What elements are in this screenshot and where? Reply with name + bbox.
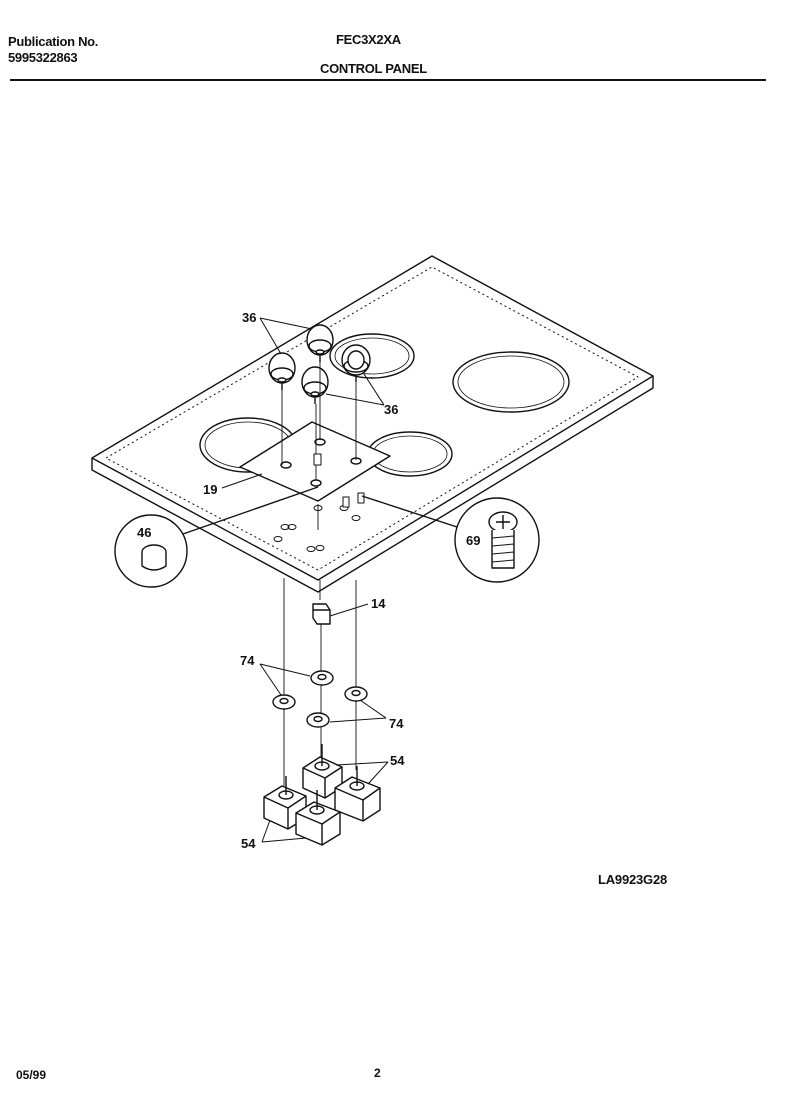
panel-pins	[313, 453, 365, 508]
knob-3	[341, 344, 371, 382]
header-rule	[10, 79, 766, 81]
control-knobs	[268, 324, 371, 404]
panel-holes	[273, 505, 361, 552]
callout-74-left: 74	[240, 653, 255, 668]
section-title: CONTROL PANEL	[320, 61, 427, 76]
footer-date: 05/99	[16, 1068, 47, 1082]
callout-54-right: 54	[390, 753, 405, 768]
page-number: 2	[374, 1066, 381, 1080]
callout-36-top: 36	[242, 310, 256, 325]
knob-2	[306, 324, 334, 362]
callout-54-left: 54	[241, 836, 256, 851]
callout-14: 14	[371, 596, 386, 611]
leader-lines	[221, 317, 389, 843]
connector-part-14	[312, 603, 331, 625]
diagram-code: LA9923G28	[598, 872, 668, 887]
knob-1	[268, 352, 296, 390]
switch-2	[334, 766, 381, 822]
assembly-lines	[281, 362, 357, 786]
switch-4	[295, 790, 341, 846]
callout-19: 19	[203, 482, 217, 497]
detail-circle-plug	[114, 486, 319, 588]
model-number: FEC3X2XA	[336, 32, 401, 47]
callout-36-right: 36	[384, 402, 398, 417]
infinite-switches	[263, 744, 381, 846]
callout-69: 69	[466, 533, 480, 548]
washers	[272, 670, 368, 728]
knob-4	[301, 366, 329, 404]
callout-74-right: 74	[389, 716, 404, 731]
publication-number: 5995322863	[8, 50, 78, 65]
publication-label: Publication No.	[8, 34, 99, 49]
callout-46: 46	[137, 525, 151, 540]
cropped-header-fragment: · · · · · · · · · · ·	[590, 0, 661, 5]
detail-circle-screw	[361, 495, 540, 583]
